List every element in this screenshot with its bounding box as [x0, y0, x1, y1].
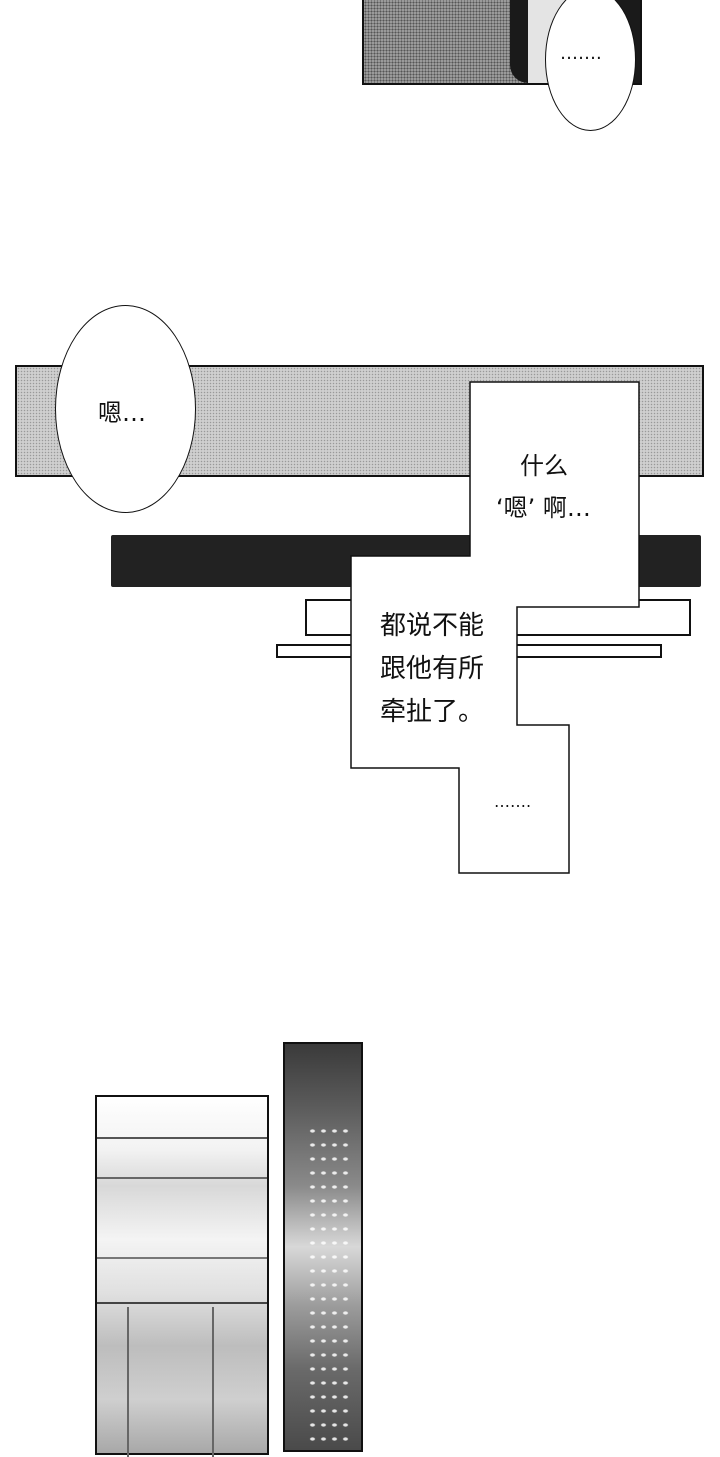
narration-2-line-1: 都说不能	[380, 611, 485, 641]
speech-text-left: 嗯…	[98, 399, 146, 427]
narration-2-line-2: 跟他有所	[380, 654, 485, 684]
narration-box-shape	[350, 381, 640, 874]
post	[212, 1307, 214, 1457]
bottom-right-panel	[283, 1042, 363, 1452]
panel-dark-strip	[510, 0, 528, 83]
ceiling-line	[97, 1177, 267, 1179]
narration-2-line-3: 牵扯了。	[380, 697, 485, 727]
narration-3: …….	[494, 792, 532, 811]
ceiling-line	[97, 1302, 267, 1304]
narration-1-line-1: 什么	[520, 452, 568, 480]
speech-text-top: …….	[560, 43, 602, 64]
post	[127, 1307, 129, 1457]
speech-bubble-left	[55, 305, 196, 513]
ceiling-line	[97, 1137, 267, 1139]
ceiling-line	[97, 1257, 267, 1259]
narration-1-line-2: ‘嗯’ 啊…	[496, 494, 591, 522]
bottom-left-panel	[95, 1095, 269, 1457]
speech-bubble-top	[545, 0, 636, 131]
light-spots	[307, 1124, 352, 1444]
